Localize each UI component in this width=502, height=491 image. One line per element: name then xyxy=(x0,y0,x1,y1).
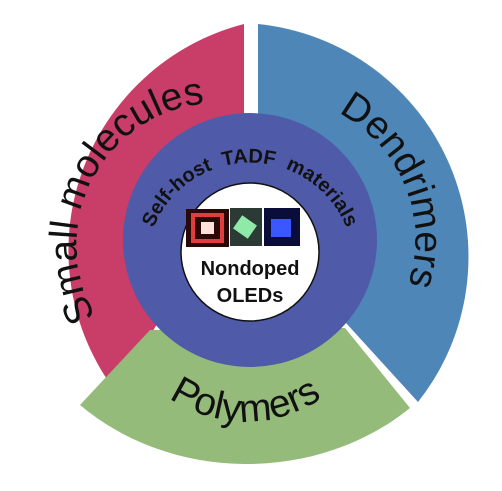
device-photos xyxy=(186,208,300,247)
green-oled-photo-glow xyxy=(233,215,257,239)
polymers-segment xyxy=(80,328,410,465)
red-oled-center xyxy=(201,222,214,234)
red-oled-photo-glow xyxy=(191,213,224,243)
blue-oled-photo-glow xyxy=(271,219,291,237)
core-label-line1: Nondoped xyxy=(201,258,300,280)
core-label-line2: OLEDs xyxy=(217,285,284,307)
